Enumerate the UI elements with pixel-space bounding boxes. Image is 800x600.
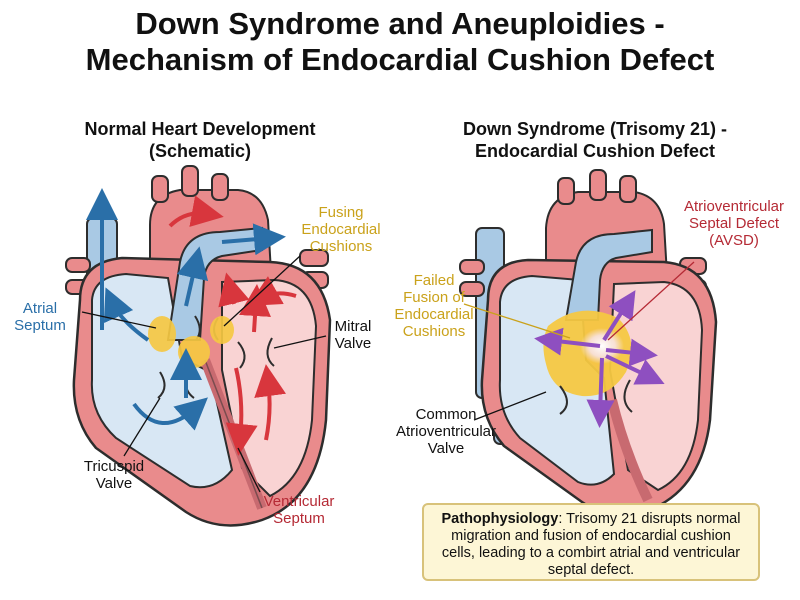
normal-heart <box>65 165 332 527</box>
flow-arrow-lv <box>225 367 258 456</box>
leader-atrial-septum <box>81 311 157 329</box>
right-chambers-left <box>90 272 234 489</box>
pulmonary-vessel-right-b <box>459 281 485 297</box>
shunt-arrow-up <box>602 290 636 342</box>
label-ventricular-line-1: Ventricular <box>263 493 335 510</box>
flow-arrow-la-2 <box>218 272 250 308</box>
flow-arrow-aorta <box>168 195 224 228</box>
aortic-branch-r2 <box>589 169 607 201</box>
title-line-2: Mechanism of Endocardial Cushion Defect <box>85 42 715 77</box>
shunt-arrow-down-right <box>605 354 665 385</box>
label-ventricular-line-2: Septum <box>273 510 325 527</box>
shunt-arrow-down <box>586 357 615 428</box>
label-common-line-1: Common <box>415 406 477 423</box>
pulmonary-vein-left-1 <box>299 249 329 267</box>
pulmonary-vessel-right-a <box>459 259 485 275</box>
label-avsd: Atrioventricular Septal Defect (AVSD) <box>672 198 796 249</box>
label-fusing-line-3: Cushions <box>309 238 373 255</box>
flow-arrow-rv <box>132 397 208 431</box>
aortic-branch-r3 <box>619 175 637 203</box>
label-fusing-cushions: Fusing Endocardial Cushions <box>286 204 396 255</box>
label-atrial-septum: Atrial Septum <box>2 300 78 334</box>
leader-mitral-valve <box>273 335 327 349</box>
leader-common-av-valve <box>473 391 547 421</box>
aortic-branch-r1 <box>557 177 575 205</box>
label-avsd-line-3: (AVSD) <box>709 232 759 249</box>
leader-ventricular-septum <box>237 447 261 493</box>
label-mitral-valve: Mitral Valve <box>318 318 388 352</box>
common-av-leaflet-2 <box>623 379 633 413</box>
right-panel-title: Down Syndrome (Trisomy 21) - Endocardial… <box>430 118 760 162</box>
flow-arrow-pa <box>176 246 209 307</box>
defect-glow <box>580 328 624 364</box>
page-title: Down Syndrome and Aneuploidies - Mechani… <box>0 6 800 78</box>
shunt-arrow-left <box>534 327 601 356</box>
left-panel-title-line-1: Normal Heart Development <box>84 119 316 139</box>
label-failed-line-4: Cushions <box>402 323 466 340</box>
aortic-branch-1 <box>151 175 169 203</box>
label-failed-line-3: Endocardial <box>394 306 474 323</box>
pulmonary-vessel-left-a <box>65 257 91 273</box>
tricuspid-leaflet-1 <box>157 371 166 399</box>
leader-tricuspid-valve <box>123 397 161 457</box>
aortic-branch-2 <box>181 165 199 197</box>
avsd-heart <box>459 169 718 516</box>
left-panel-title-line-2: (Schematic) <box>148 141 252 161</box>
pathophysiology-text: : Trisomy 21 disrupts normal migration a… <box>441 511 741 578</box>
label-avsd-line-1: Atrioventricular <box>683 198 785 215</box>
pathophysiology-heading: Pathophysiology <box>441 511 559 527</box>
left-chambers-right <box>608 280 704 492</box>
flow-arrow-lv-up <box>254 364 286 441</box>
label-avsd-line-2: Septal Defect <box>688 215 780 232</box>
label-common-line-2: Atrioventricular <box>395 423 497 440</box>
flow-arrow-pa-out <box>221 223 286 256</box>
label-fusing-line-1: Fusing <box>318 204 364 221</box>
label-mitral-line-1: Mitral <box>334 318 372 335</box>
endocardial-cushion-2 <box>178 336 210 368</box>
label-tricuspid-line-1: Tricuspid <box>83 458 145 475</box>
label-atrial-line-1: Atrial <box>22 300 58 317</box>
title-line-1: Down Syndrome and Aneuploidies - <box>135 6 665 41</box>
mitral-leaflet-1 <box>237 341 246 369</box>
pulmonary-trunk-right <box>564 228 653 321</box>
leader-fusing-cushions <box>223 255 301 327</box>
right-panel-title-line-2: Endocardial Cushion Defect <box>474 141 716 161</box>
leader-failed-fusion <box>463 303 571 339</box>
flow-arrow-la <box>239 284 271 333</box>
label-fusing-line-2: Endocardial <box>301 221 381 238</box>
label-common-line-3: Valve <box>427 440 465 457</box>
label-mitral-line-2: Valve <box>334 335 372 352</box>
flow-arrow-ra <box>103 287 150 342</box>
label-failed-line-1: Failed <box>413 272 455 289</box>
ventricular-septum-right <box>607 398 653 503</box>
pathophysiology-box: Pathophysiology: Trisomy 21 disrupts nor… <box>422 503 760 581</box>
leader-avsd <box>607 261 695 341</box>
label-atrial-line-2: Septum <box>14 317 66 334</box>
label-failed-line-2: Fusion of <box>403 289 465 306</box>
label-failed-fusion: Failed Fusion of Endocardial Cushions <box>380 272 488 340</box>
label-ventricular-septum: Ventricular Septum <box>244 493 354 527</box>
right-panel-title-line-1: Down Syndrome (Trisomy 21) - <box>462 119 728 139</box>
label-tricuspid-valve: Tricuspid Valve <box>64 458 164 492</box>
label-common-av-valve: Common Atrioventricular Valve <box>384 406 508 457</box>
aortic-branch-3 <box>211 173 229 201</box>
left-panel-title: Normal Heart Development (Schematic) <box>40 118 360 162</box>
label-tricuspid-line-2: Valve <box>95 475 133 492</box>
shunt-arrow-right <box>605 338 658 367</box>
endocardial-cushion-1 <box>148 316 176 352</box>
common-av-leaflet-1 <box>559 385 568 415</box>
